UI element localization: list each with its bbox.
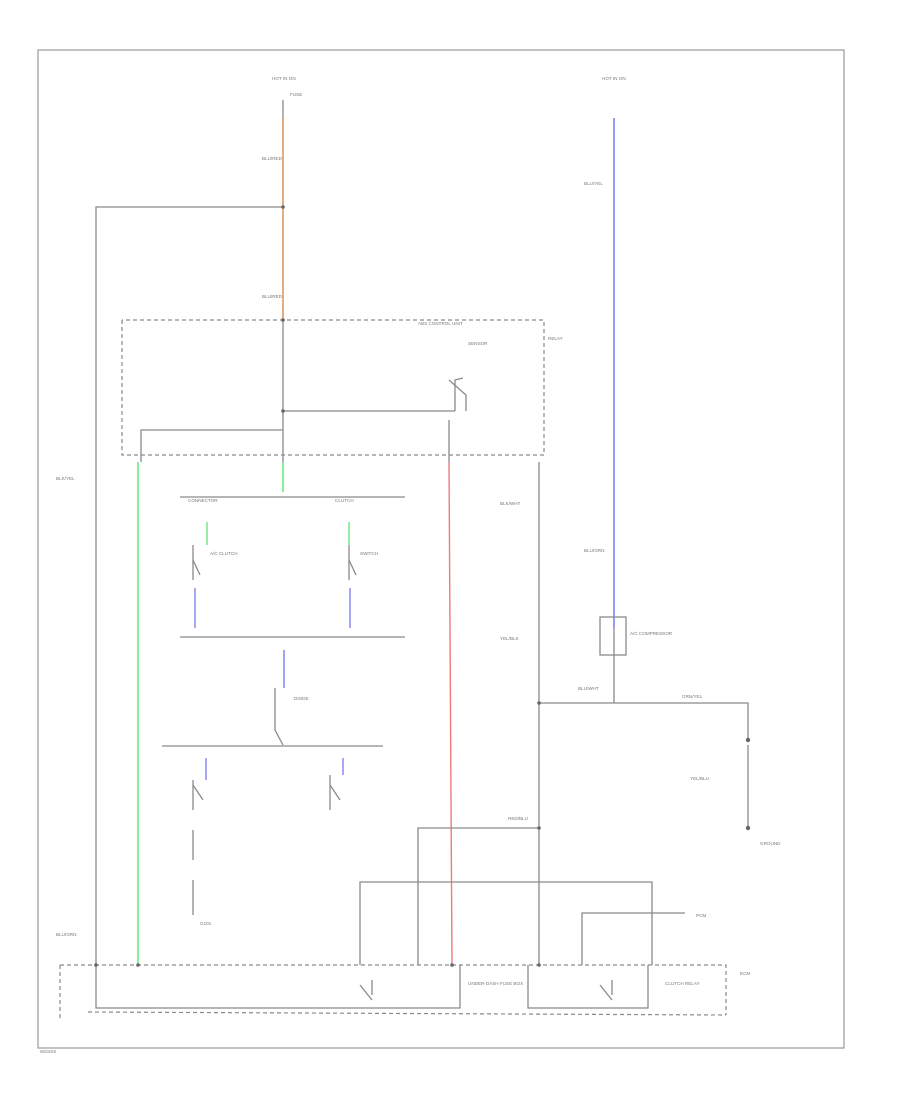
label-ac-compressor: A/C COMPRESSOR	[630, 631, 673, 636]
label-wire-12: BLU/WHT	[578, 686, 599, 691]
label-abs-unit: ABS CONTROL UNIT	[418, 321, 463, 326]
wire-bottom	[95, 965, 649, 1009]
switch-ac-2	[329, 784, 341, 801]
label-wire-8: YEL/BLK	[500, 636, 520, 641]
junction-dots	[94, 205, 751, 967]
lower-unit-dashed	[87, 1011, 727, 1016]
wire-right-branch	[538, 462, 749, 965]
label-ground: GROUND	[760, 841, 781, 846]
label-ac-clutch: A/C CLUTCH	[210, 551, 238, 556]
label-wire-6: BLU/GRN	[56, 932, 76, 937]
label-wire-1: BLU/RED	[262, 156, 283, 161]
label-wire-4: BLU/YEL	[584, 181, 603, 186]
label-wire-11: YEL/BLU	[690, 776, 709, 781]
label-wire-2: BLU/RED	[262, 294, 283, 299]
label-hot-left: HOT IN ON	[272, 76, 296, 81]
label-wire-3: BLK/YEL	[56, 476, 75, 481]
switch-clutch-2	[348, 559, 357, 576]
label-fuse: FUSE	[290, 92, 302, 97]
label-fuse-box: UNDER-DASH FUSE BOX	[468, 981, 523, 986]
label-sensor: SENSOR	[468, 341, 488, 346]
label-hot-right: HOT IN ON	[602, 76, 626, 81]
switch-relay	[448, 379, 467, 411]
label-wire-7: BLK/WHT	[500, 501, 521, 506]
label-relay: RELAY	[548, 336, 563, 341]
label-pcm: PCM	[696, 913, 706, 918]
label-wire-9: RED/BLU	[508, 816, 528, 821]
fusebox-dashed	[59, 964, 727, 1020]
switch-bottom-2	[599, 980, 613, 1001]
label-clutch: CLUTCH	[335, 498, 354, 503]
label-ecm: ECM	[740, 971, 750, 976]
compressor-clutch-relay	[599, 616, 627, 656]
label-wire-5: BLU/GRN	[584, 548, 604, 553]
label-wire-10: GRN/YEL	[682, 694, 703, 699]
relay-box-dashed	[121, 319, 545, 456]
switch-ac-1	[192, 784, 204, 801]
diagram-border	[37, 49, 845, 1049]
label-clutch-relay: CLUTCH RELAY	[665, 981, 700, 986]
wire-mid-junction	[359, 827, 685, 965]
label-diode: DIODE	[294, 696, 309, 701]
switch-bottom-1	[359, 980, 373, 1001]
wire-relay-inner	[140, 320, 464, 462]
red-wire	[448, 461, 453, 966]
label-g101: G101	[200, 921, 212, 926]
label-connector: CONNECTOR	[188, 498, 218, 503]
switch-clutch-1	[192, 559, 201, 576]
label-switch: SWITCH	[360, 551, 378, 556]
wire-top-left	[95, 100, 284, 965]
diagram-code: WD4SS	[40, 1049, 56, 1054]
wire-left-switches	[162, 496, 405, 915]
